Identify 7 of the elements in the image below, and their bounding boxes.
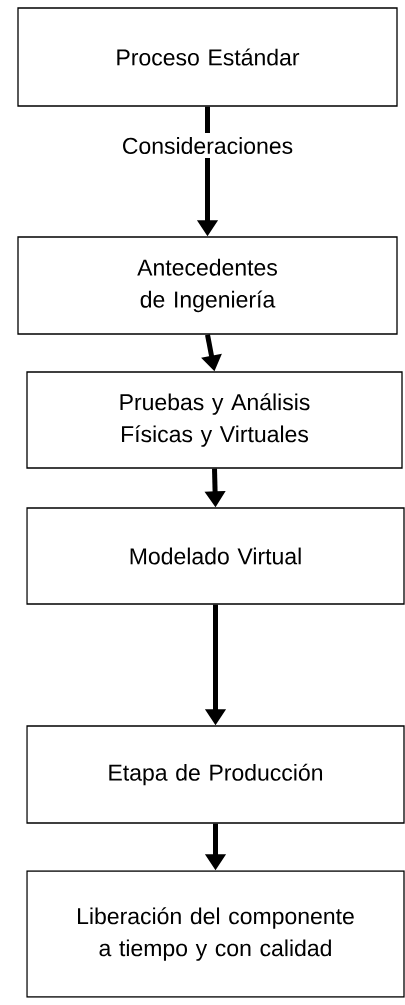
process-box: Liberación del componente a tiempo y con calidad: [26, 870, 405, 998]
edge-label: Consideraciones: [119, 133, 296, 158]
process-box: Proceso Estándar: [17, 7, 398, 107]
process-box: Pruebas y Análisis Físicas y Virtuales: [26, 371, 403, 469]
process-box: Etapa de Producción: [26, 725, 405, 824]
process-box: Modelado Virtual: [26, 507, 405, 605]
process-box: Antecedentes de Ingeniería: [17, 236, 398, 335]
